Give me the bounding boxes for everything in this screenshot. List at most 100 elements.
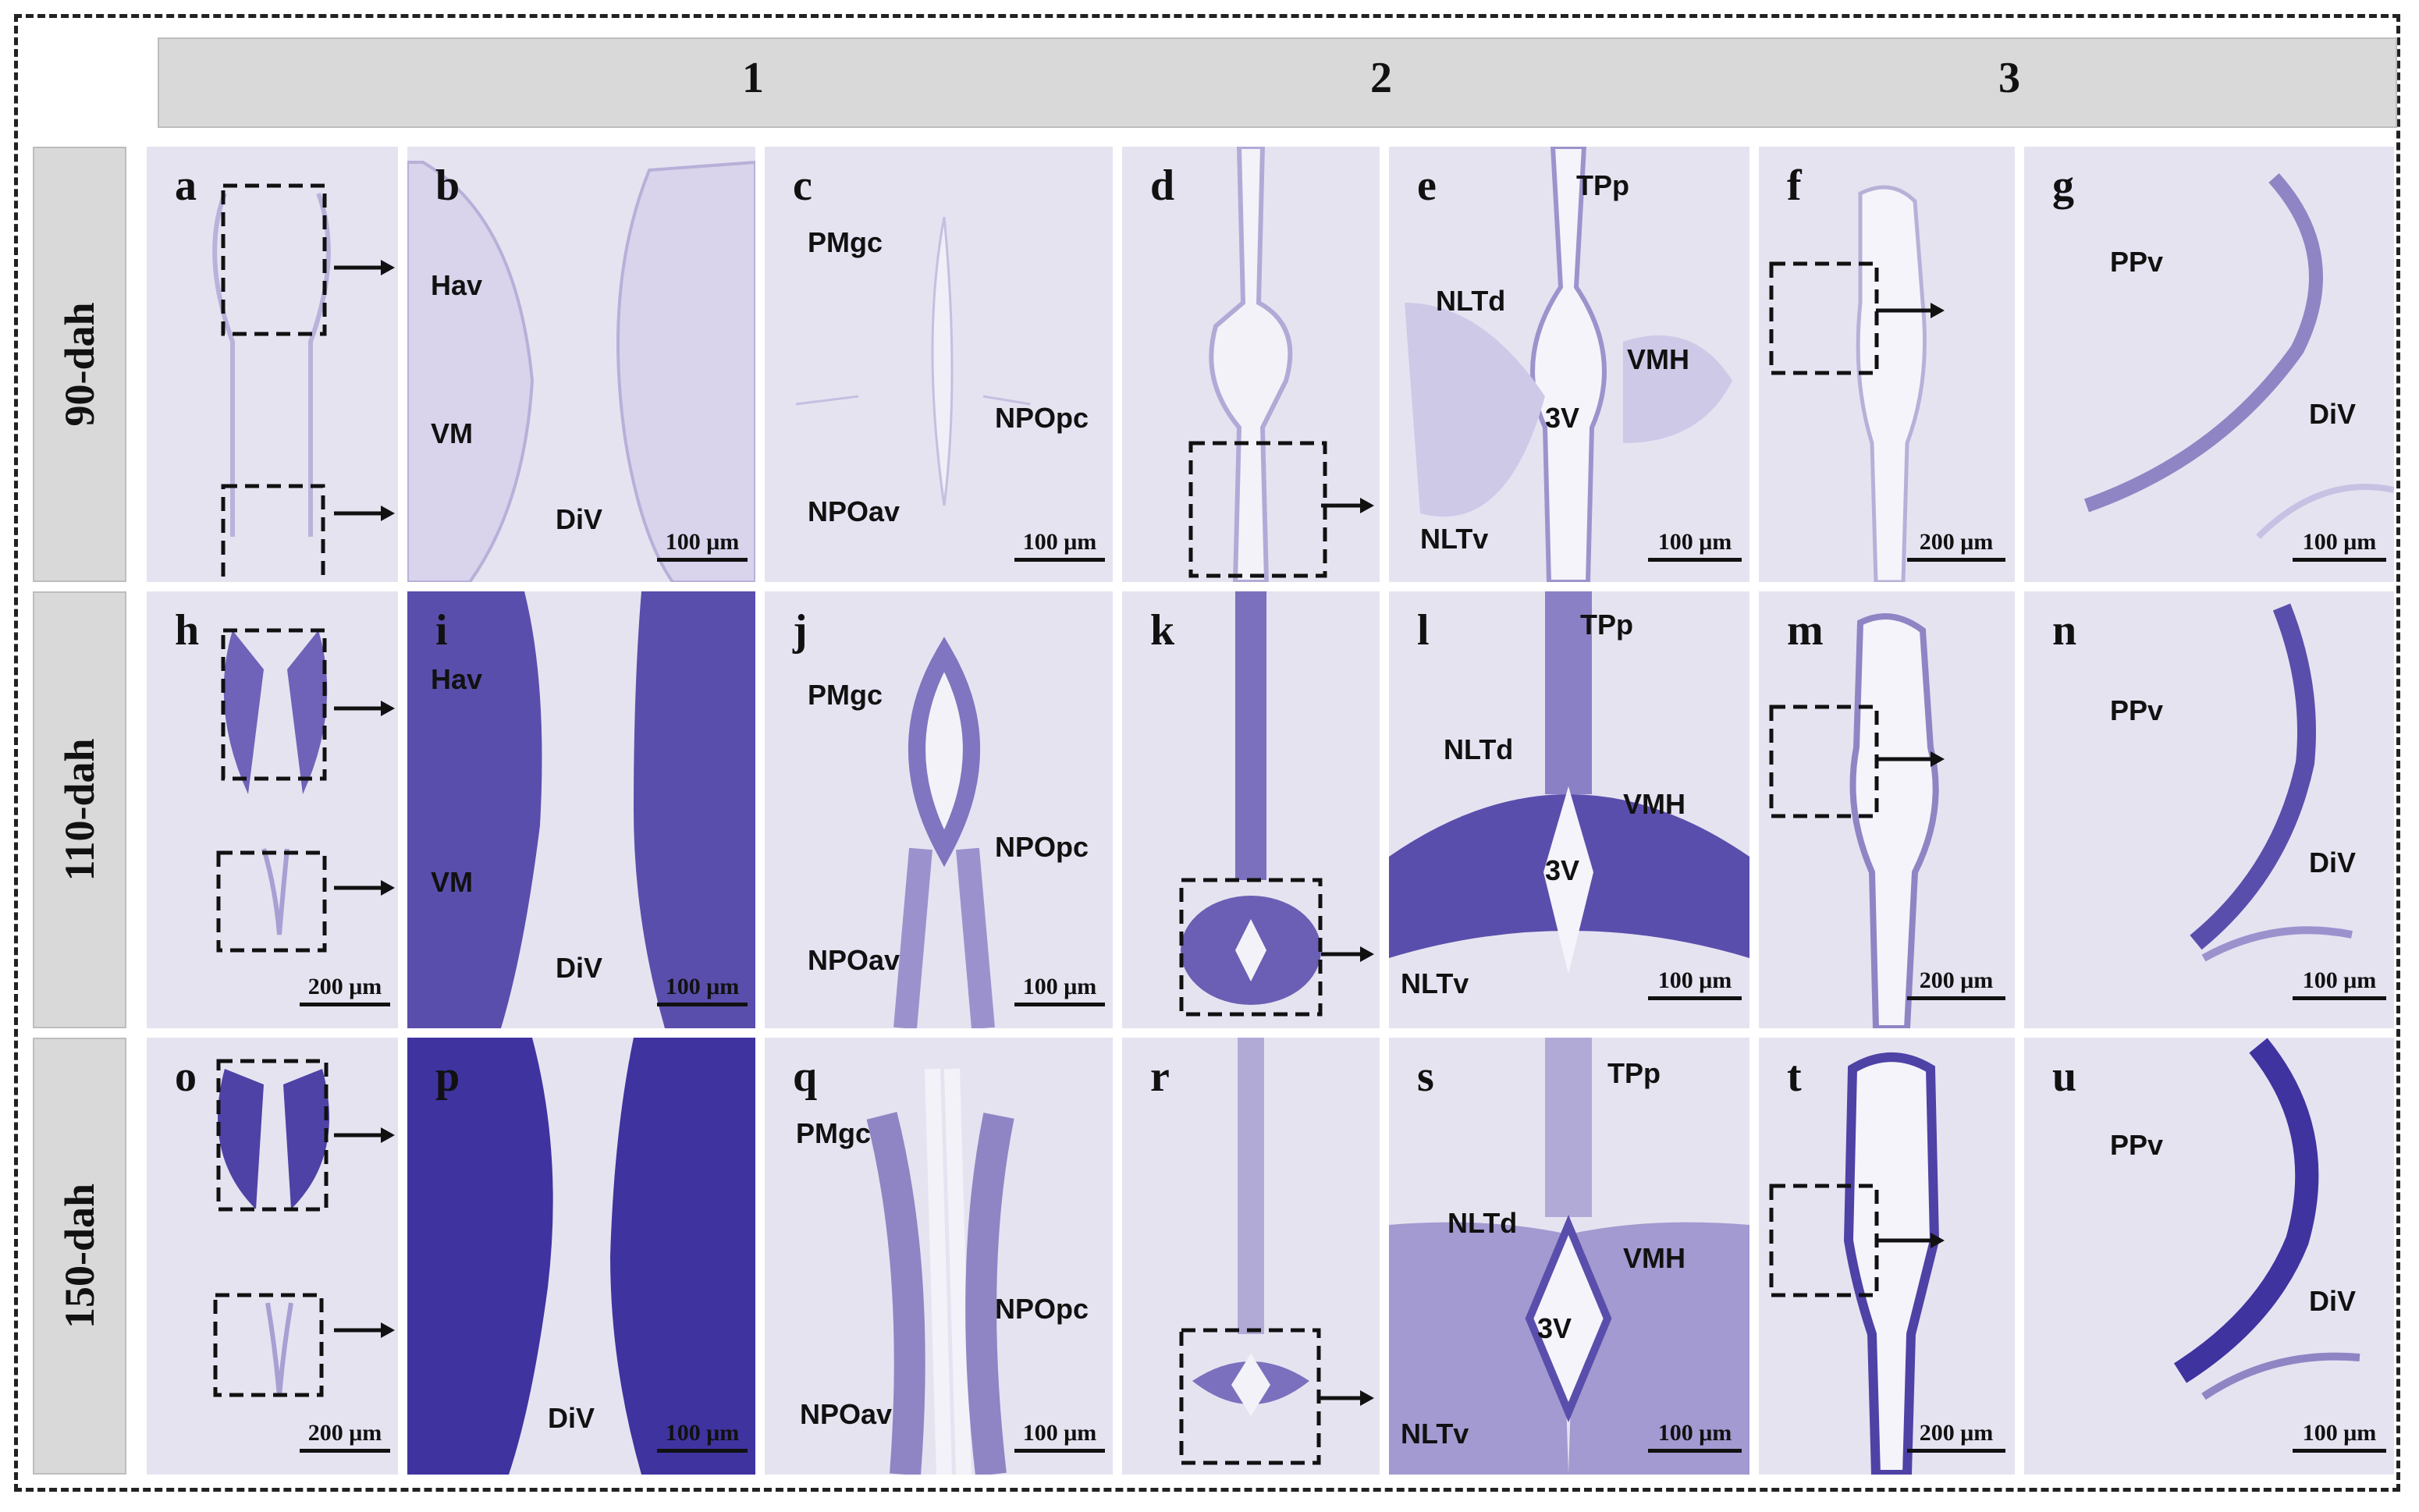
panel-m: m 200 μm — [1759, 591, 2015, 1028]
panel-label-q: q — [793, 1052, 818, 1101]
scale-bar-label: 200 μm — [1919, 967, 1994, 993]
region-vm: VM — [431, 866, 473, 898]
row-label-150dah: 150-dah — [33, 1038, 126, 1475]
region-nltd: NLTd — [1436, 285, 1506, 317]
panel-c: c PMgc NPOpc NPOav 100 μm — [765, 147, 1113, 582]
scale-bar-label: 200 μm — [1919, 529, 1994, 555]
panel-label-c: c — [793, 161, 812, 210]
figure-frame — [14, 14, 2400, 1492]
region-vmh: VMH — [1627, 343, 1689, 375]
panel-l: l TPp NLTd VMH 3V NLTv 100 μm — [1389, 591, 1749, 1028]
region-nltv: NLTv — [1401, 1418, 1469, 1450]
column-number-1: 1 — [742, 54, 764, 102]
panel-label-t: t — [1787, 1052, 1802, 1101]
region-tpp: TPp — [1607, 1057, 1661, 1089]
panel-r: r — [1122, 1038, 1380, 1475]
region-vm: VM — [431, 417, 473, 449]
region-hav: Hav — [431, 663, 483, 695]
row-label-text: 90-dah — [56, 302, 103, 427]
region-npoav: NPOav — [808, 495, 900, 527]
scale-bar-200: 200 μm — [1907, 967, 2005, 1000]
region-npoav: NPOav — [808, 944, 900, 976]
scale-bar-100: 100 μm — [1014, 974, 1105, 1006]
region-div: DiV — [556, 952, 603, 984]
row-label-text: 150-dah — [56, 1183, 103, 1329]
scale-bar-label: 100 μm — [665, 1420, 740, 1446]
region-npopc: NPOpc — [995, 831, 1089, 863]
row-label-90dah: 90-dah — [33, 147, 126, 582]
panel-label-d: d — [1150, 161, 1175, 210]
region-vmh: VMH — [1623, 788, 1685, 820]
panel-label-f: f — [1787, 161, 1802, 210]
row-label-text: 110-dah — [56, 738, 103, 882]
scale-bar-100: 100 μm — [657, 1420, 748, 1453]
panel-n: n PPv DiV 100 μm — [2024, 591, 2394, 1028]
panel-label-u: u — [2052, 1052, 2077, 1101]
panel-label-k: k — [1150, 606, 1175, 655]
panel-label-s: s — [1417, 1052, 1434, 1101]
scale-bar-100: 100 μm — [1014, 1420, 1105, 1453]
scale-bar-label: 100 μm — [2302, 967, 2377, 993]
panel-a: a — [147, 147, 398, 582]
panel-label-b: b — [435, 161, 460, 210]
region-ppv: PPv — [2110, 694, 2164, 726]
panel-k: k — [1122, 591, 1380, 1028]
region-pmgc: PMgc — [808, 226, 883, 258]
panel-label-g: g — [2052, 161, 2074, 210]
region-nltv: NLTv — [1420, 523, 1489, 555]
scale-bar-label: 100 μm — [665, 974, 740, 999]
panel-u: u PPv DiV 100 μm — [2024, 1038, 2394, 1475]
panel-i: i Hav VM DiV 100 μm — [407, 591, 755, 1028]
scale-bar-100: 100 μm — [2293, 1420, 2386, 1453]
region-vmh-label: VMH — [1623, 1242, 1685, 1274]
region-div: DiV — [2309, 398, 2357, 430]
region-pmgc: PMgc — [796, 1117, 872, 1149]
scale-bar-label: 100 μm — [1657, 1420, 1732, 1446]
scale-bar-label: 100 μm — [1657, 529, 1732, 555]
region-3v: 3V — [1537, 1312, 1572, 1344]
region-tpp: TPp — [1576, 169, 1629, 201]
scale-bar-100: 100 μm — [1648, 529, 1742, 562]
panel-o: o 200 μm — [147, 1038, 398, 1475]
scale-bar-100: 100 μm — [1648, 1420, 1742, 1453]
scale-bar-200: 200 μm — [300, 1420, 390, 1453]
region-div: DiV — [2309, 847, 2357, 878]
scale-bar-label: 100 μm — [665, 529, 740, 555]
region-div: DiV — [548, 1402, 595, 1434]
region-tpp: TPp — [1580, 609, 1633, 641]
scale-bar-label: 100 μm — [2302, 529, 2377, 555]
region-3v: 3V — [1545, 402, 1580, 434]
scale-bar-label: 100 μm — [1022, 1420, 1097, 1446]
column-number-3: 3 — [1998, 54, 2020, 102]
scale-bar-label: 200 μm — [1919, 1420, 1994, 1446]
scale-bar-label: 100 μm — [2302, 1420, 2377, 1446]
scale-bar-200: 200 μm — [1907, 529, 2005, 562]
scale-bar-200: 200 μm — [1907, 1420, 2005, 1453]
panel-h: h 200 μm — [147, 591, 398, 1028]
panel-label-n: n — [2052, 606, 2077, 655]
region-pmgc: PMgc — [808, 679, 883, 711]
panel-b: b Hav VM DiV 100 μm — [407, 147, 755, 582]
region-nltd: NLTd — [1447, 1207, 1518, 1239]
panel-q: q PMgc NPOpc NPOav 100 μm — [765, 1038, 1113, 1475]
region-3v: 3V — [1545, 854, 1580, 886]
scale-bar-100: 100 μm — [657, 974, 748, 1006]
panel-f: f 200 μm — [1759, 147, 2015, 582]
column-header-bar: 1 2 3 — [158, 37, 2397, 128]
scale-bar-200: 200 μm — [300, 974, 390, 1006]
panel-j: j PMgc NPOpc NPOav 100 μm — [765, 591, 1113, 1028]
panel-label-p: p — [435, 1052, 460, 1101]
region-npopc: NPOpc — [995, 402, 1089, 434]
panel-d: d — [1122, 147, 1380, 582]
region-ppv: PPv — [2110, 246, 2164, 278]
region-ppv: PPv — [2110, 1129, 2164, 1161]
region-npoav: NPOav — [800, 1398, 893, 1430]
panel-label-j: j — [793, 606, 808, 655]
scale-bar-100: 100 μm — [1014, 529, 1105, 562]
panel-p: p DiV 100 μm — [407, 1038, 755, 1475]
scale-bar-100: 100 μm — [1648, 967, 1742, 1000]
row-label-110dah: 110-dah — [33, 591, 126, 1028]
panel-label-i: i — [435, 606, 448, 655]
region-hav: Hav — [431, 269, 483, 301]
panel-label-a: a — [175, 161, 197, 210]
